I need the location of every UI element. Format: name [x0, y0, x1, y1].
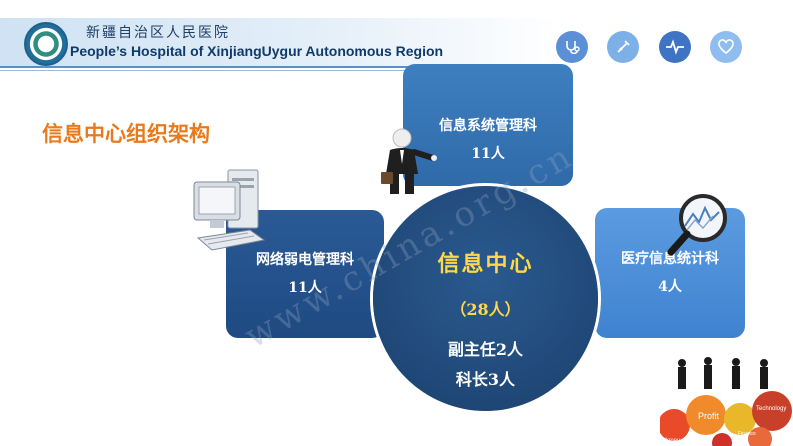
center-line-deputy: 副主任2人	[447, 340, 524, 359]
stethoscope-icon[interactable]	[556, 31, 588, 63]
hospital-logo	[24, 22, 68, 66]
center-count: （28人）	[450, 300, 521, 319]
dept-name: 网络弱电管理科	[256, 252, 354, 268]
center-title: 信息中心	[437, 251, 534, 277]
hospital-name-cn: 新疆自治区人民医院	[86, 25, 230, 41]
header-divider	[0, 66, 480, 68]
magnifier-chart-icon	[667, 194, 727, 256]
dept-name: 信息系统管理科	[439, 118, 537, 134]
center-line-chief: 科长3人	[455, 370, 516, 389]
dept-name: 医疗信息统计科	[621, 251, 719, 267]
businessman-figure	[381, 128, 437, 194]
header-divider-thin	[0, 70, 480, 71]
money-label: Money	[662, 438, 680, 444]
business-clipart: Profit Technology Finance Money	[660, 353, 793, 446]
finance-label: Finance	[738, 431, 756, 437]
technology-label: Technology	[756, 406, 786, 412]
computer-illustration	[193, 169, 266, 251]
profit-label: Profit	[698, 411, 720, 421]
hospital-name-en: People’s Hospital of XinjiangUygur Auton…	[70, 43, 444, 59]
heart-icon[interactable]	[710, 31, 742, 63]
center-circle: 信息中心 （28人） 副主任2人 科长3人	[373, 186, 598, 411]
dept-box-statistics: 医疗信息统计科 4人	[595, 208, 745, 338]
dept-count: 11人	[471, 146, 505, 162]
syringe-icon[interactable]	[607, 31, 639, 63]
dept-count: 11人	[288, 280, 322, 296]
dept-count: 4人	[658, 279, 682, 295]
dept-box-info-systems: 信息系统管理科 11人	[403, 64, 573, 186]
header-band	[0, 18, 560, 68]
page-title: 信息中心组织架构	[42, 122, 210, 146]
heartbeat-icon[interactable]	[659, 31, 691, 63]
